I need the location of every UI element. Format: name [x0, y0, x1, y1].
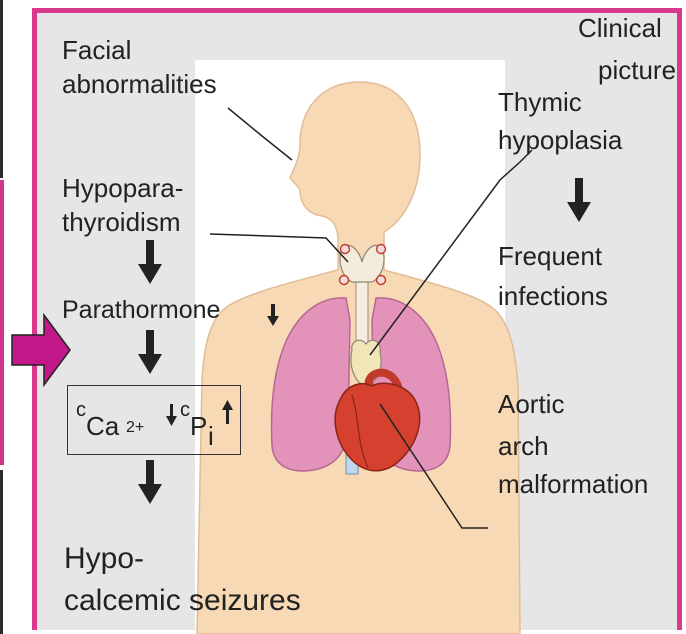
label-thymic-2: hypoplasia — [498, 124, 622, 156]
ca-charge: 2+ — [126, 412, 144, 444]
pi-symbol: P — [190, 410, 207, 442]
arrow-down-1 — [138, 240, 162, 284]
label-aortic-1: Aortic — [498, 388, 564, 420]
parathyroid-4 — [377, 276, 386, 285]
label-clinical-2: picture — [598, 54, 676, 86]
ca-prefix: c — [76, 394, 86, 426]
ca-symbol: Ca — [86, 410, 119, 442]
pi-subscript: i — [208, 420, 214, 452]
label-aortic-2: arch — [498, 430, 549, 462]
arrow-down-2 — [138, 330, 162, 374]
label-aortic-3: malformation — [498, 468, 648, 500]
label-facial-1: Facial — [62, 34, 131, 66]
arrow-down-right — [567, 178, 591, 222]
label-hypopara-1: Hypopara- — [62, 172, 183, 204]
label-facial-2: abnormalities — [62, 68, 217, 100]
label-frequent-1: Frequent — [498, 240, 602, 272]
label-parathormone: Parathormone — [62, 294, 220, 326]
label-seizures-2: calcemic seizures — [64, 584, 301, 618]
parathyroid-3 — [340, 276, 349, 285]
label-thymic-1: Thymic — [498, 86, 582, 118]
label-frequent-2: infections — [498, 280, 608, 312]
label-seizures-1: Hypo- — [64, 542, 144, 576]
pi-prefix: c — [180, 394, 190, 426]
label-clinical-1: Clinical — [578, 12, 662, 44]
parathyroid-2 — [377, 245, 386, 254]
label-hypopara-2: thyroidism — [62, 206, 180, 238]
arrow-down-3 — [138, 460, 162, 504]
parathyroid-1 — [341, 245, 350, 254]
